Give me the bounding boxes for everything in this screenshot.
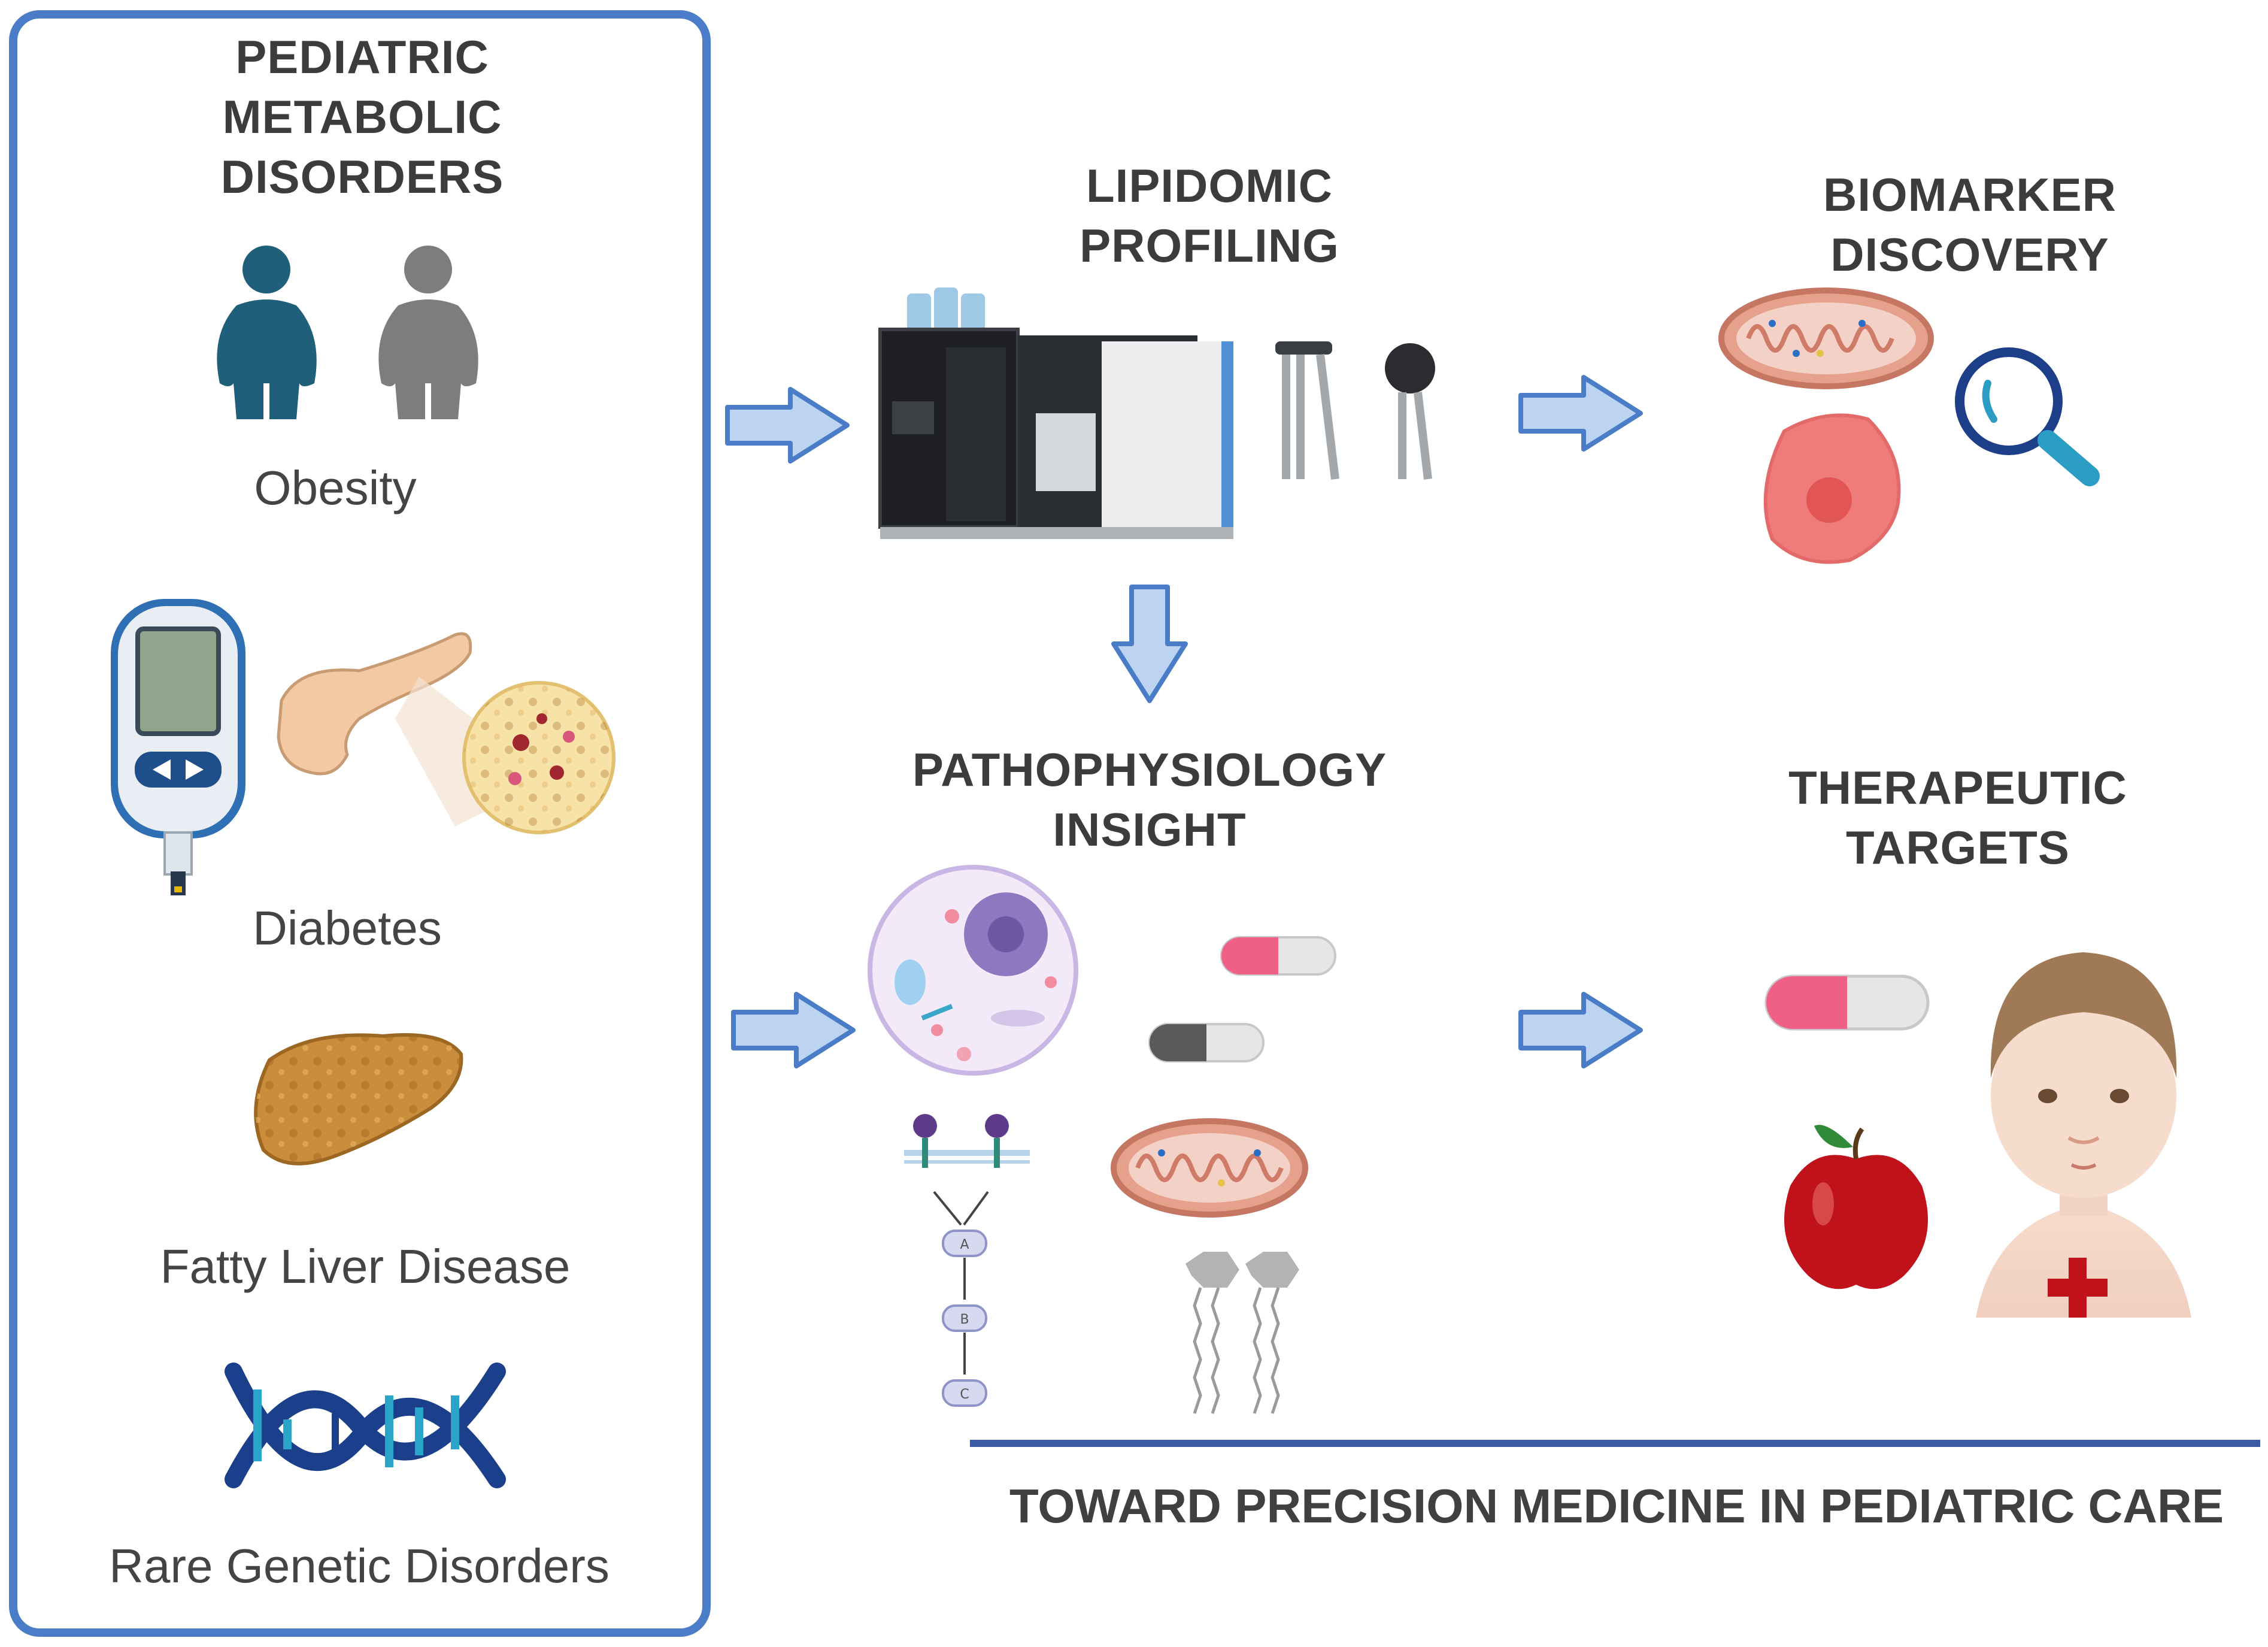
liver-icon [254, 1033, 463, 1165]
left-panel-border [9, 10, 711, 1637]
pancreas-icon [277, 632, 615, 834]
stage-title-line: LIPIDOMIC [1086, 159, 1333, 212]
signaling-pathway-icon [904, 1114, 1030, 1407]
stage-title-line: INSIGHT [1053, 803, 1247, 856]
lipid-icon [1385, 343, 1435, 480]
stage-title-line: TARGETS [1846, 821, 2070, 874]
obesity-figure-icon [378, 246, 478, 419]
footer-caption: TOWARD PRECISION MEDICINE IN PEDIATRIC C… [1009, 1479, 2224, 1533]
stage-title-line: DISCOVERY [1830, 228, 2109, 281]
condition-label-fatty-liver: Fatty Liver Disease [160, 1240, 571, 1293]
arrow-right-icon [1518, 992, 1643, 1068]
arrow-right-icon [1518, 375, 1643, 452]
capsule-icon [1764, 974, 1930, 1031]
mitochondria-icon [1718, 287, 1934, 389]
magnifier-icon [1955, 347, 2100, 486]
mass-spectrometer-icon [878, 287, 1233, 539]
left-panel-title: PEDIATRIC METABOLIC DISORDERS [156, 27, 569, 207]
arrow-right-icon [725, 387, 850, 464]
capsule-icon [1220, 936, 1336, 976]
capsule-icon [1148, 1023, 1265, 1062]
dna-icon [225, 1363, 506, 1488]
condition-label-rare-genetic: Rare Genetic Disorders [109, 1539, 610, 1592]
stage-title-biomarker: BIOMARKER DISCOVERY [1760, 165, 2179, 284]
stage-title-therapeutic: THERAPEUTIC TARGETS [1748, 758, 2167, 877]
stage-title-line: BIOMARKER [1823, 168, 2117, 221]
condition-label-obesity: Obesity [254, 461, 417, 514]
pathway-node-a: A [960, 1237, 969, 1252]
cell-icon [868, 865, 1078, 1076]
left-panel-title-line: DISORDERS [220, 150, 504, 203]
left-panel-title-line: METABOLIC [222, 90, 502, 143]
obesity-figure-icon [217, 246, 317, 419]
lipid-icon [1185, 1252, 1299, 1414]
mitochondria-icon [1111, 1118, 1308, 1218]
stage-title-line: PATHOPHYSIOLOGY [912, 743, 1387, 796]
left-panel-title-line: PEDIATRIC [235, 31, 489, 83]
pathway-node-b: B [960, 1312, 969, 1327]
arrow-down-icon [1111, 585, 1188, 703]
stage-title-line: THERAPEUTIC [1788, 761, 2127, 814]
medical-cross-icon [2048, 1258, 2108, 1318]
stage-title-line: PROFILING [1080, 219, 1339, 272]
apple-icon [1784, 1125, 1928, 1289]
pathway-node-c: C [960, 1387, 969, 1402]
condition-label-diabetes: Diabetes [253, 901, 442, 955]
glucose-meter-icon [111, 599, 245, 895]
lipid-icon [1275, 341, 1339, 480]
cell-icon [1763, 413, 1901, 564]
arrow-right-icon [731, 992, 856, 1068]
stage-title-pathophysiology: PATHOPHYSIOLOGY INSIGHT [868, 740, 1431, 859]
stage-title-lipidomic: LIPIDOMIC PROFILING [1006, 156, 1413, 275]
